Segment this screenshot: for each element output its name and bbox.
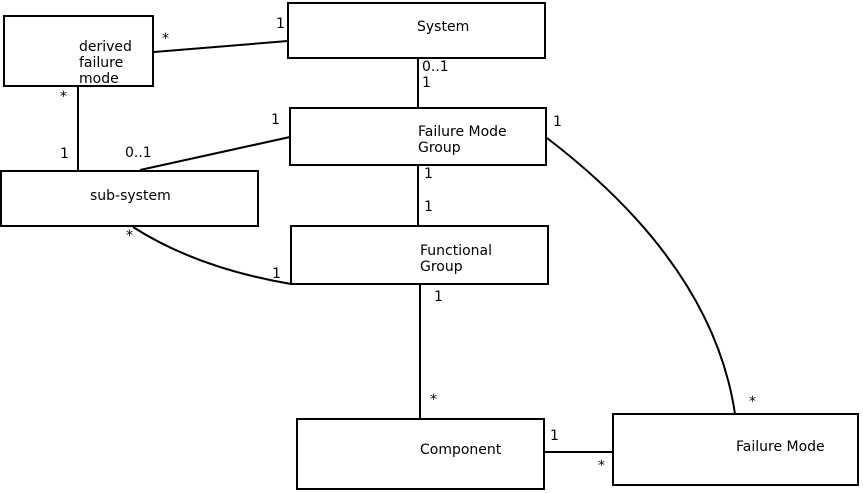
label-line: mode	[79, 71, 119, 87]
class-box-sub-system: sub-system	[0, 170, 259, 227]
class-box-label: Component	[420, 442, 502, 458]
multiplicity-label: *	[126, 228, 133, 244]
assoc-failure-mode-group-failure-mode	[546, 137, 736, 415]
label-line: Failure Mode	[418, 124, 507, 140]
multiplicity-label: 0..1	[125, 145, 152, 161]
multiplicity-label: 1	[422, 75, 431, 91]
label-line: failure	[79, 55, 124, 71]
multiplicity-label: 1	[276, 16, 285, 32]
label-line: derived	[79, 39, 132, 55]
assoc-sub-system-functional-group	[132, 226, 292, 285]
multiplicity-label: 1	[553, 114, 562, 130]
class-box-label: derived failure mode	[79, 39, 132, 87]
class-box-label: Failure Mode Group	[418, 124, 507, 156]
multiplicity-label: *	[60, 89, 67, 105]
class-box-failure-mode-group: Failure Mode Group	[289, 107, 547, 166]
class-box-label: Failure Mode	[736, 439, 825, 455]
class-box-derived-failure-mode: derived failure mode	[3, 15, 154, 87]
class-box-label: Functional Group	[420, 243, 492, 275]
multiplicity-label: *	[162, 31, 169, 47]
label-line: Group	[418, 140, 461, 156]
multiplicity-label: 1	[424, 166, 433, 182]
class-box-failure-mode: Failure Mode	[612, 413, 859, 486]
multiplicity-label: 0..1	[422, 59, 449, 75]
multiplicity-label: *	[749, 394, 756, 410]
assoc-failure-mode-group-sub-system	[139, 136, 291, 171]
multiplicity-label: 1	[271, 112, 280, 128]
class-box-label: System	[417, 19, 470, 35]
multiplicity-label: 1	[60, 146, 69, 162]
multiplicity-label: 1	[434, 289, 443, 305]
assoc-derived-failure-mode-system	[153, 40, 289, 53]
multiplicity-label: *	[430, 392, 437, 408]
multiplicity-label: 1	[550, 428, 559, 444]
class-box-label: sub-system	[90, 188, 171, 204]
multiplicity-label: *	[598, 458, 605, 474]
class-box-system: System	[287, 2, 546, 59]
class-box-component: Component	[296, 418, 545, 490]
multiplicity-label: 1	[424, 199, 433, 215]
class-box-functional-group: Functional Group	[290, 225, 549, 285]
multiplicity-label: 1	[272, 266, 281, 282]
label-line: Functional	[420, 243, 493, 259]
label-line: Group	[420, 259, 463, 275]
